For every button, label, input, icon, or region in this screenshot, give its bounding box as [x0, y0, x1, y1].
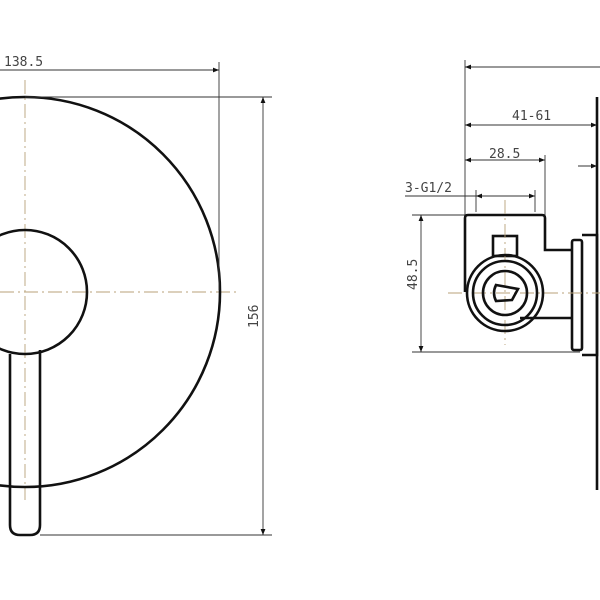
handle-base-outline — [0, 228, 89, 356]
lever-handle-outline — [8, 350, 42, 537]
cartridge-inner-ring — [481, 269, 529, 317]
cartridge-middle-ring — [471, 259, 539, 327]
flange-plate — [582, 233, 599, 357]
ports-dimension-label: 3-G1/2 — [405, 181, 452, 196]
flange-ring — [570, 238, 584, 352]
body-height-dimension-label: 48.5 — [406, 259, 421, 290]
height-dimension-label: 156 — [247, 305, 262, 328]
valve-body-outline — [463, 213, 572, 292]
body-depth-dimension-label: 28.5 — [489, 147, 520, 162]
front-view: 138.5 156 — [0, 55, 272, 537]
cartridge-spindle — [492, 283, 521, 303]
cartridge-outer-ring — [465, 253, 545, 333]
side-view: 41-61 28.5 3-G1/2 48.5 — [405, 60, 600, 490]
width-dimension-label: 138.5 — [4, 55, 43, 70]
depth-range-dimension-label: 41-61 — [512, 109, 551, 124]
